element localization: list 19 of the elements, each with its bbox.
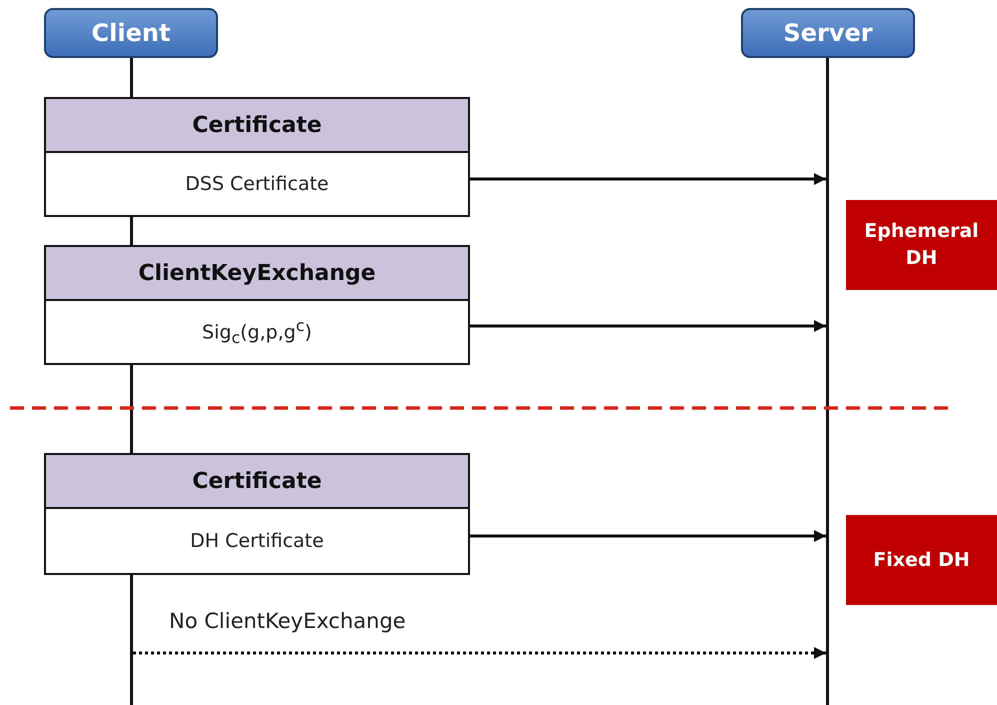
arrow bbox=[470, 530, 826, 542]
message-title: Certificate bbox=[46, 99, 468, 153]
mode-tag: Fixed DH bbox=[846, 515, 997, 605]
message-content: DH Certificate bbox=[189, 529, 325, 554]
message-content: DSS Certificate bbox=[184, 172, 330, 197]
arrow bbox=[470, 173, 826, 185]
message-content: Sig$_{c}$(g,p,g$^{c}$) bbox=[201, 315, 313, 350]
message-title: ClientKeyExchange bbox=[46, 247, 468, 301]
arrow bbox=[470, 320, 826, 332]
message-box bbox=[44, 453, 470, 575]
message-title: Certificate bbox=[46, 455, 468, 509]
edge-label: No ClientKeyExchange bbox=[169, 609, 406, 633]
lifeline-header: Client bbox=[44, 8, 218, 58]
mode-tag: Ephemeral DH bbox=[846, 200, 997, 290]
lifeline bbox=[826, 58, 829, 705]
message-box bbox=[44, 97, 470, 217]
lifeline-header: Server bbox=[741, 8, 915, 58]
message-box bbox=[44, 245, 470, 365]
arrow bbox=[133, 647, 826, 659]
